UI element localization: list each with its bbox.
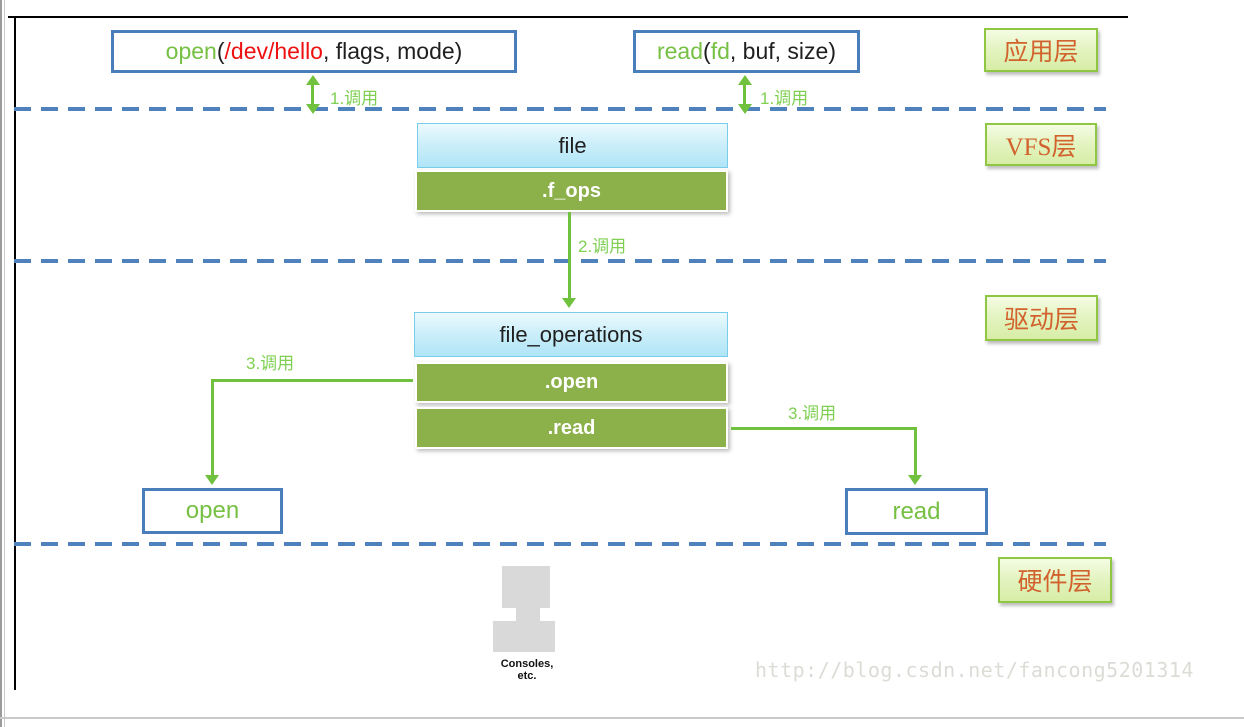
call3-left-hshaft <box>211 379 413 382</box>
application-layer-badge: 应用层 <box>984 28 1098 72</box>
console-base-icon <box>493 621 555 652</box>
arrow-down-icon <box>205 475 219 485</box>
console-monitor-icon <box>502 566 550 608</box>
call2-label: 2.调用 <box>578 237 627 256</box>
console-caption-line1: Consoles, <box>500 658 554 670</box>
file-operations-struct-box: file_operations <box>414 312 728 357</box>
divider-driver-hardware <box>14 542 1106 546</box>
arrow-up-icon <box>738 75 752 85</box>
file-struct-box: file <box>417 123 728 168</box>
arrow-down-icon <box>738 104 752 114</box>
call3-left-label: 3.调用 <box>246 354 295 373</box>
watermark-text: http://blog.csdn.net/fancong5201314 <box>755 658 1194 682</box>
call1-right-label: 1.调用 <box>760 89 809 108</box>
read-member-box: .read <box>415 407 728 449</box>
window-bottom-edge <box>0 717 1244 719</box>
call2-shaft <box>568 212 571 300</box>
driver-layer-badge: 驱动层 <box>985 295 1098 341</box>
window-left-edge-inner <box>4 0 5 727</box>
arrow-down-icon <box>562 298 576 308</box>
open-member-box: .open <box>415 362 728 403</box>
call3-right-vshaft <box>914 427 917 477</box>
divider-vfs-driver <box>14 259 1106 263</box>
call1-left-shaft <box>311 83 314 106</box>
call1-right-shaft <box>743 83 746 106</box>
console-caption: Consoles, etc. <box>491 658 563 682</box>
call3-right-hshaft <box>731 427 917 430</box>
call3-left-vshaft <box>211 379 214 477</box>
slide-frame-top-line <box>8 16 1128 18</box>
vfs-layer-badge: VFS层 <box>985 123 1097 166</box>
arrow-down-icon <box>908 475 922 485</box>
console-caption-line2: etc. <box>517 670 537 682</box>
arrow-down-icon <box>306 104 320 114</box>
call3-right-label: 3.调用 <box>788 404 837 423</box>
console-neck-icon <box>516 608 540 621</box>
call1-left-label: 1.调用 <box>330 89 379 108</box>
open-syscall-box: open(/dev/hello, flags, mode) <box>111 30 517 73</box>
divider-application-vfs <box>14 107 1106 111</box>
f-ops-member-box: .f_ops <box>415 170 728 212</box>
read-syscall-box: read(fd, buf, size) <box>633 30 860 73</box>
slide-frame-left-line <box>14 16 16 690</box>
open-driver-fn-box: open <box>142 488 283 534</box>
hardware-layer-badge: 硬件层 <box>998 557 1112 603</box>
arrow-up-icon <box>306 75 320 85</box>
window-left-edge <box>0 0 2 727</box>
read-driver-fn-box: read <box>845 488 988 535</box>
